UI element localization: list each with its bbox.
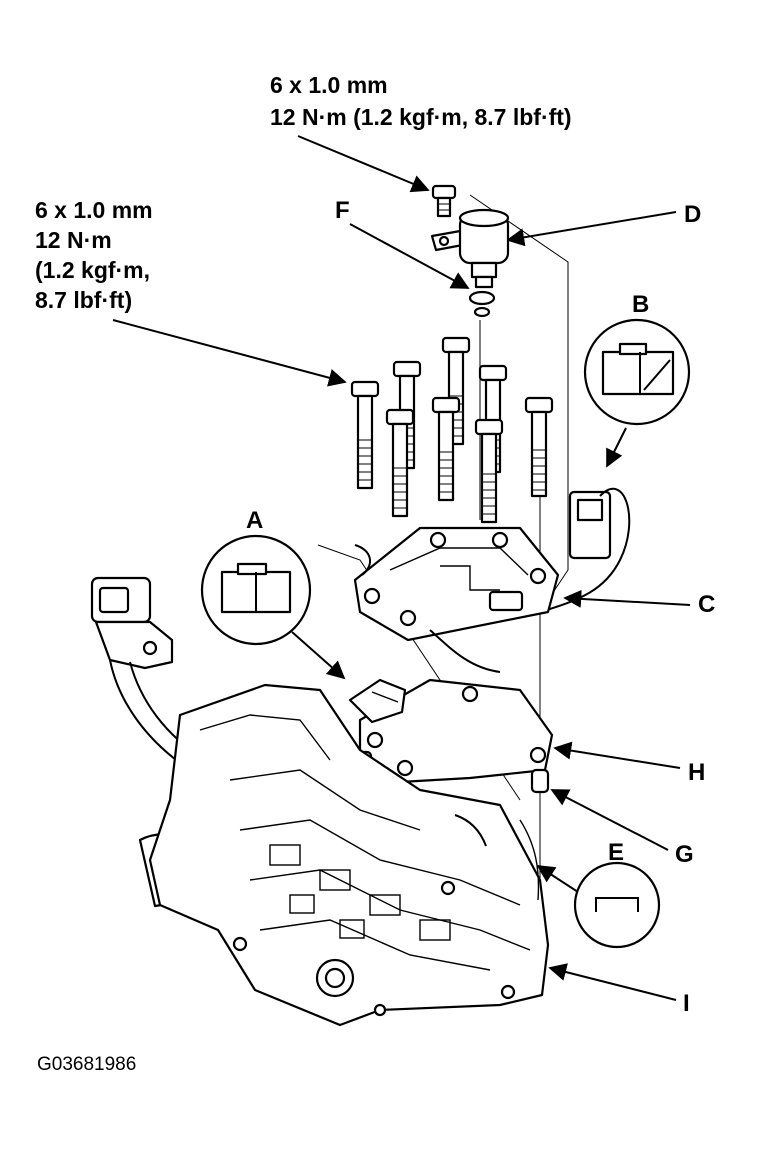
torque-spec-top-torque: 12 N·m (1.2 kgf·m, 8.7 lbf·ft) <box>270 104 572 130</box>
torque-spec-top-size: 6 x 1.0 mm <box>270 72 388 98</box>
leader-left-spec <box>112 319 347 387</box>
torque-spec-left-line2: 12 N·m <box>35 227 112 253</box>
cover-plate-c <box>353 526 560 673</box>
bolt-7 <box>474 418 504 524</box>
leader-e <box>536 865 579 893</box>
connector-b-detail <box>583 318 691 426</box>
leader-a <box>291 631 346 680</box>
torque-spec-left-line3: (1.2 kgf·m, <box>35 257 150 283</box>
leader-h <box>553 741 681 769</box>
e-detail <box>573 861 661 949</box>
leader-b <box>606 427 627 468</box>
connector-a-detail <box>200 534 312 646</box>
solenoid-d <box>430 208 510 289</box>
figure-id: G03681986 <box>37 1054 136 1075</box>
torque-spec-left-line4: 8.7 lbf·ft) <box>35 287 132 313</box>
leader-top-spec <box>297 135 430 193</box>
callout-f: F <box>335 197 350 224</box>
guide-line-d <box>469 194 569 601</box>
mounting-bolts <box>350 184 554 524</box>
o-ring-f <box>468 290 496 318</box>
torque-spec-top: 6 x 1.0 mm 12 N·m (1.2 kgf·m, 8.7 lbf·ft… <box>270 72 572 130</box>
callout-g: G <box>675 841 694 868</box>
leader-lines <box>112 135 691 1001</box>
connector-plug-b <box>539 487 631 613</box>
callout-e: E <box>608 839 624 866</box>
valve-body-i <box>148 683 550 1027</box>
callout-b: B <box>632 291 649 318</box>
callout-c: C <box>698 591 715 618</box>
leader-i <box>548 963 677 1001</box>
solenoid-bolt <box>431 184 457 218</box>
callout-d: D <box>684 201 701 228</box>
bolt-5 <box>385 408 415 518</box>
torque-spec-left-size: 6 x 1.0 mm <box>35 197 153 223</box>
bolt-8 <box>524 396 554 498</box>
bolt-1 <box>350 380 380 490</box>
bolt-6 <box>431 396 461 502</box>
callout-i: I <box>683 990 690 1017</box>
torque-spec-left: 6 x 1.0 mm 12 N·m (1.2 kgf·m, 8.7 lbf·ft… <box>35 197 153 313</box>
leader-f <box>349 223 470 289</box>
plate-h <box>348 678 554 784</box>
callout-a: A <box>246 507 263 534</box>
callout-h: H <box>688 759 705 786</box>
leader-d <box>506 211 677 247</box>
leader-c <box>563 589 691 608</box>
leader-g <box>550 789 669 851</box>
